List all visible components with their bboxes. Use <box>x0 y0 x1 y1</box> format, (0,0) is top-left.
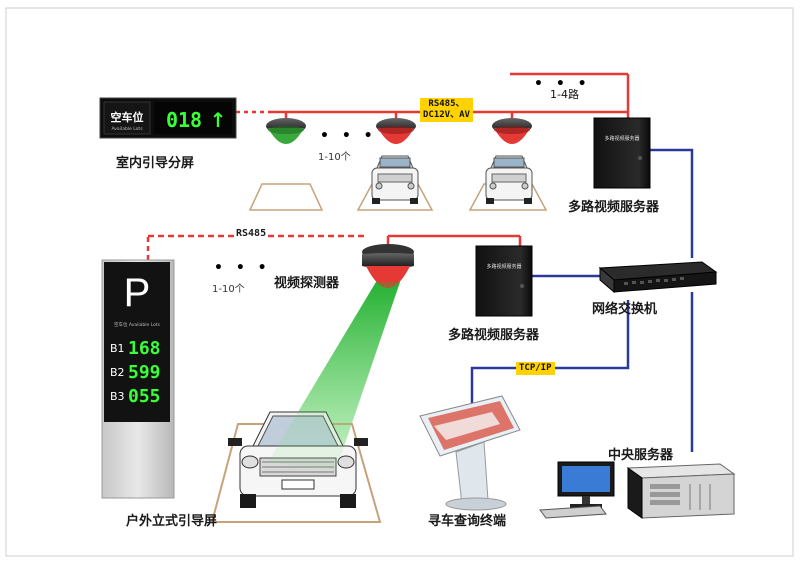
tower-level-count: 599 <box>128 362 161 383</box>
parking-p-icon: P <box>124 271 151 315</box>
indoor-sign-label: 空车位 <box>111 110 144 124</box>
frame <box>5 7 794 557</box>
count-detectors-dots: • • • <box>214 260 271 276</box>
tower-level-count: 055 <box>128 386 161 407</box>
sensor-red-1 <box>376 118 416 144</box>
tower-sublabel: 空车位 Available Lots <box>114 321 161 328</box>
network-switch-label: 网络交换机 <box>592 302 658 317</box>
rs485-bus-middle <box>146 234 522 260</box>
parking-bay-car-1 <box>356 155 434 211</box>
multi-video-server-middle: 多路视频服务器 <box>475 245 533 317</box>
count-top-label: 1-4路 <box>550 88 579 101</box>
indoor-sign-sublabel: Available Lots <box>111 126 143 132</box>
sensor-green <box>266 118 306 144</box>
network-lines <box>470 148 694 452</box>
count-cams-label: 1-10个 <box>318 152 351 163</box>
query-terminal-label: 寻车查询终端 <box>428 514 507 529</box>
rs485-dc-tag: RS485、 DC12V、AV <box>420 98 473 122</box>
video-detector-label: 视频探测器 <box>274 276 340 291</box>
count-detectors-label: 1-10个 <box>212 284 245 295</box>
central-server <box>539 461 736 519</box>
outdoor-screen-label: 户外立式引导屏 <box>126 514 218 529</box>
server-panel-label: 多路视频服务器 <box>486 263 521 270</box>
rs485-tag: RS485 <box>234 228 269 239</box>
indoor-sign-count: 018 <box>166 108 202 132</box>
sensor-red-2 <box>492 118 532 144</box>
up-arrow-icon: ↑ <box>210 108 227 132</box>
tower-level-label: B3 <box>110 390 125 403</box>
parking-bay-empty <box>248 183 324 211</box>
parking-bay-car-2 <box>468 155 548 211</box>
indoor-screen-label: 室内引导分屏 <box>116 156 195 171</box>
tower-level-label: B1 <box>110 342 125 355</box>
query-terminal <box>419 395 521 511</box>
multi-video-server-middle-label: 多路视频服务器 <box>448 328 540 343</box>
server-panel-label: 多路视频服务器 <box>604 135 639 142</box>
multi-video-server-top: 多路视频服务器 <box>593 117 651 189</box>
network-switch <box>598 261 718 294</box>
central-server-label: 中央服务器 <box>608 448 674 463</box>
monitored-car <box>210 282 400 523</box>
multi-video-server-top-label: 多路视频服务器 <box>568 200 660 215</box>
tower-level-count: 168 <box>128 338 161 359</box>
tower-level-label: B2 <box>110 366 125 379</box>
indoor-guidance-sign: 空车位 Available Lots 018 ↑ <box>99 97 237 139</box>
tcp-ip-tag: TCP/IP <box>516 362 555 375</box>
count-cams-dots: • • • <box>320 128 377 144</box>
count-top-dots: • • • <box>534 76 591 92</box>
